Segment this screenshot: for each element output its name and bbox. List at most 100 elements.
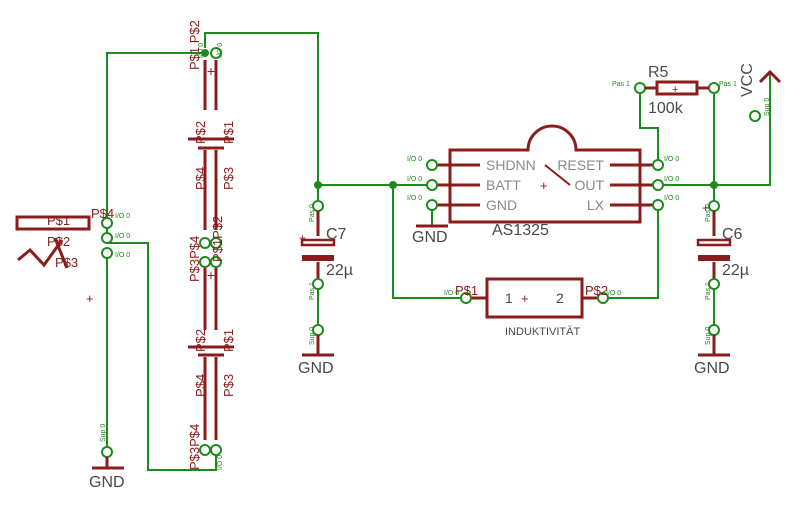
ic-pin-end[interactable] xyxy=(652,179,664,191)
switch-pad: P$4 xyxy=(91,206,114,221)
r5-pin-label: Pas 1 xyxy=(612,81,630,88)
vcc-symbol[interactable]: VCC Sup 0 xyxy=(739,63,782,122)
c6-pin-label: Sup 0 xyxy=(705,327,712,345)
c7-value: 22µ xyxy=(326,262,353,279)
switch-pad: P$2 xyxy=(47,234,70,249)
junction-out xyxy=(710,181,718,189)
c7-pin-label: Pas 0 xyxy=(309,204,316,222)
r5-name: R5 xyxy=(648,64,669,81)
battery-bottom-stacked-pad: P$3P$4 xyxy=(187,424,202,470)
ic-io-label: I/O 0 xyxy=(407,176,422,183)
battery-mid-pad: P$4 xyxy=(193,374,208,397)
switch-pin[interactable] xyxy=(101,232,113,244)
r5-value: 100k xyxy=(648,100,684,117)
battery-mid-stacked-pad: P$1P$2 xyxy=(210,216,225,262)
switch-pin[interactable] xyxy=(101,247,113,259)
junction-batt-top xyxy=(201,49,209,57)
battery-mid-pad: P$1 xyxy=(221,329,236,352)
wire-battery-top-to-bus xyxy=(204,32,319,185)
ic-io-label: I/O 0 xyxy=(407,156,422,163)
vcc-pin-label: Sup 0 xyxy=(764,98,771,116)
gnd-left-pin[interactable] xyxy=(101,446,113,458)
ic-name: AS1325 xyxy=(492,222,549,239)
junction-bus xyxy=(314,181,322,189)
ic-gnd-label: GND xyxy=(412,229,448,246)
battery-pin[interactable] xyxy=(210,47,222,59)
switch-contact xyxy=(17,239,64,268)
r5-body xyxy=(655,80,699,96)
junction-inductor xyxy=(389,181,397,189)
power-switch[interactable]: P$1 P$2 P$3 P$4 I/O 0 I/O 0 I/O 0 + xyxy=(15,206,130,306)
ic-pin-label-left: BATT xyxy=(486,177,521,193)
r5-pin-label: Pas 1 xyxy=(719,81,737,88)
r5-pin[interactable] xyxy=(708,82,720,94)
inductor-pin[interactable] xyxy=(597,292,609,304)
battery-top-pad: P$1 xyxy=(221,121,236,144)
inductor-pad-left: P$1 xyxy=(455,283,478,298)
ic-pin-end[interactable] xyxy=(652,159,664,171)
battery-mid-pad: P$3 xyxy=(221,374,236,397)
c7-plus: + xyxy=(299,231,306,245)
battery-pin[interactable] xyxy=(210,256,222,268)
capacitor-c6[interactable]: + C6 22µ Pas 0 Pas 1 Sup 0 GND xyxy=(694,200,749,377)
inductor-io-right: I/O 0 xyxy=(606,290,621,297)
vcc-label: VCC xyxy=(739,63,756,97)
ic-pin-label-right: RESET xyxy=(557,157,604,173)
ic-io-label: I/O 0 xyxy=(664,195,679,202)
capacitor-c7[interactable]: + C7 22µ Pas 0 Pas 1 Sup 0 GND xyxy=(298,200,353,377)
battery-mid-plus: + xyxy=(207,267,215,283)
ic-pin-end[interactable] xyxy=(426,199,438,211)
c6-name: C6 xyxy=(722,226,743,243)
battery-top-pad: P$3 xyxy=(221,167,236,190)
c7-plate-bottom xyxy=(302,255,334,261)
battery-mid-pad: P$2 xyxy=(193,329,208,352)
c7-pin-label: Pas 1 xyxy=(309,282,316,300)
switch-pin-label: I/O 0 xyxy=(115,233,130,240)
r5-pin[interactable] xyxy=(634,82,646,94)
battery-top-pad: P$4 xyxy=(193,167,208,190)
vcc-pin[interactable] xyxy=(749,110,761,122)
inductor-pin-number: 1 xyxy=(505,290,513,306)
c7-plate-top xyxy=(300,238,336,247)
battery-top-pin-label-2: I/O 0 xyxy=(217,43,224,58)
wire-out-to-vcc xyxy=(658,72,771,186)
ic-io-label: I/O 0 xyxy=(664,156,679,163)
ic-io-label: I/O 0 xyxy=(407,195,422,202)
gnd-left: Sup 0 GND xyxy=(89,424,125,491)
battery-pin[interactable] xyxy=(210,444,222,456)
ic-pin-label-right: OUT xyxy=(574,177,604,193)
ic-pin-end[interactable] xyxy=(652,199,664,211)
resistor-r5[interactable]: + R5 100k Pas 1 Pas 1 xyxy=(612,64,737,117)
wire-switch-to-battery-top xyxy=(106,52,205,233)
switch-lever xyxy=(15,215,91,231)
c6-pin-label: Pas 1 xyxy=(705,282,712,300)
ic-pin-label-left: SHDNN xyxy=(486,157,536,173)
c7-name: C7 xyxy=(326,226,347,243)
wire-bus-to-inductor xyxy=(392,185,466,299)
ic-pin-end[interactable] xyxy=(426,179,438,191)
ic-pin-label-right: LX xyxy=(587,197,605,213)
c6-plus: + xyxy=(702,201,709,215)
battery-pin[interactable] xyxy=(210,237,222,249)
inductor-pin-number: 2 xyxy=(556,290,564,306)
c6-gnd-label: GND xyxy=(694,360,730,377)
switch-pin-label: I/O 0 xyxy=(115,213,130,220)
ic-io-label: I/O 0 xyxy=(664,176,679,183)
switch-blade xyxy=(53,237,69,269)
ic-internal-link xyxy=(544,164,571,186)
inductor-pin[interactable] xyxy=(460,292,472,304)
ic-as1325[interactable]: SHDNN BATT GND RESET OUT LX + I/O 0 I/O … xyxy=(407,124,679,246)
battery-stack[interactable]: + + P$1 P$2 I/O 0 I/O 0 P$2 P$1 P$4 P$3 … xyxy=(187,20,236,470)
ic-center-mark: + xyxy=(540,178,548,193)
battery-bottom-pin-label: I/O 0 xyxy=(217,455,224,470)
wire-r5-left xyxy=(639,88,659,165)
switch-pin[interactable] xyxy=(101,217,113,229)
c6-value: 22µ xyxy=(722,262,749,279)
inductor[interactable]: 1 + 2 P$1 P$2 I/O 0 I/O 0 INDUKTIVITÄT xyxy=(444,277,621,338)
junctions xyxy=(201,49,718,189)
wire-switch-to-battery-bottom xyxy=(107,242,217,471)
ic-pin-end[interactable] xyxy=(426,159,438,171)
battery-top-pad: P$2 xyxy=(193,121,208,144)
switch-pad: P$3 xyxy=(55,255,78,270)
